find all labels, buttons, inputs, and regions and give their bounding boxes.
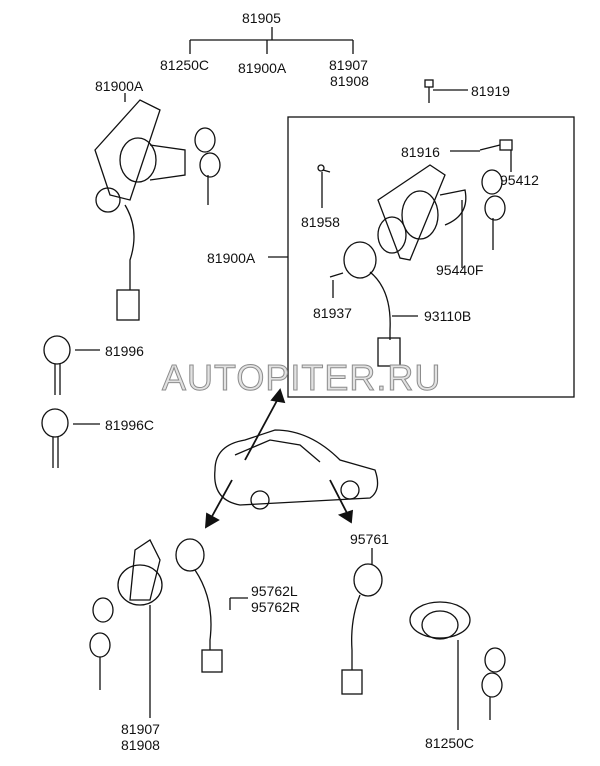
car-icon [214, 429, 379, 510]
label-95440f: 95440F [436, 262, 484, 278]
label-81958: 81958 [301, 214, 340, 230]
ignition-lock-left-icon [94, 93, 221, 321]
label-81919: 81919 [471, 83, 510, 99]
label-81900a-box: 81900A [207, 250, 256, 266]
label-81900a-top: 81900A [238, 60, 287, 76]
label-81905: 81905 [242, 10, 281, 26]
watermark: AUTOPITER.RU [161, 357, 442, 398]
label-81250c-top: 81250C [160, 57, 210, 73]
label-95762r: 95762R [251, 599, 301, 615]
label-81907-bottom: 81907 [121, 721, 160, 737]
label-95412: 95412 [500, 172, 539, 188]
trunk-lock-icon [341, 548, 506, 730]
arrows [204, 388, 354, 529]
key-81996-icon [43, 335, 100, 395]
label-81996c: 81996C [105, 417, 155, 433]
label-81900a-left: 81900A [95, 78, 144, 94]
label-81916: 81916 [401, 144, 440, 160]
label-81908-bottom: 81908 [121, 737, 160, 753]
label-95761: 95761 [350, 531, 389, 547]
assembly-bracket [189, 27, 354, 54]
label-81937: 81937 [313, 305, 352, 321]
label-81996: 81996 [105, 343, 144, 359]
bolt-81919-icon [424, 79, 468, 103]
door-lock-cylinder-icon [89, 538, 248, 718]
label-95762l: 95762L [251, 583, 298, 599]
label-81907-top: 81907 [329, 57, 368, 73]
key-81996c-icon [41, 408, 100, 468]
label-81908-top: 81908 [330, 73, 369, 89]
label-81250c-bottom: 81250C [425, 735, 475, 751]
label-93110b: 93110B [424, 308, 472, 324]
ignition-lock-box-icon [317, 139, 513, 367]
